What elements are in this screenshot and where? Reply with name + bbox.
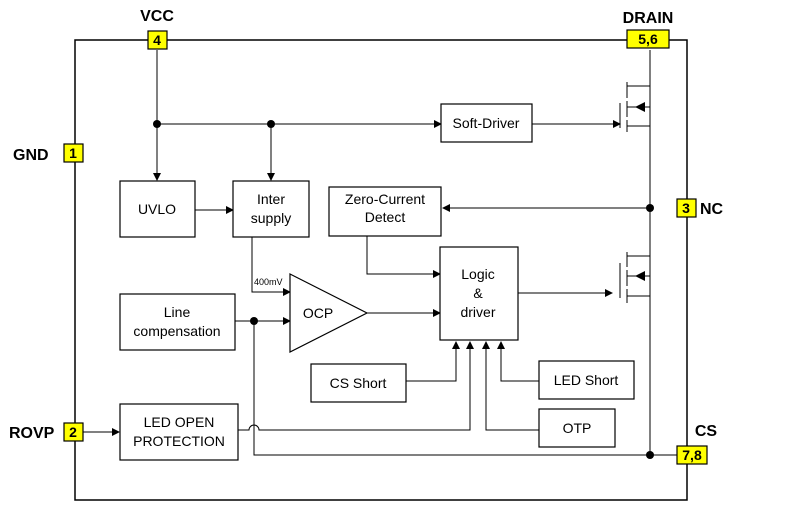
- pin-gnd: GND 1: [13, 143, 84, 164]
- block-otp: OTP: [538, 408, 616, 448]
- ref-voltage-label: 400mV: [254, 277, 283, 287]
- ic-outline: [74, 39, 688, 501]
- pin-vcc: VCC 4: [140, 8, 174, 50]
- pin-cs: CS 7,8: [676, 423, 718, 465]
- pin-vcc-label: VCC: [140, 8, 174, 25]
- line-comp-line1: Line: [164, 304, 191, 320]
- uvlo-label: UVLO: [138, 201, 176, 217]
- pin-cs-label: CS: [695, 423, 718, 440]
- block-soft-driver: Soft-Driver: [440, 103, 533, 143]
- logic-line3: driver: [460, 304, 495, 320]
- pin-gnd-number: 1: [69, 145, 77, 161]
- pin-nc-number: 3: [682, 200, 690, 216]
- pin-vcc-number: 4: [153, 32, 161, 48]
- led-open-line2: PROTECTION: [133, 433, 225, 449]
- pin-nc-label: NC: [700, 201, 724, 218]
- soft-driver-label: Soft-Driver: [453, 115, 520, 131]
- zcd-line1: Zero-Current: [345, 191, 425, 207]
- block-uvlo: UVLO: [119, 180, 196, 238]
- block-led-open-protection: LED OPEN PROTECTION: [119, 403, 239, 461]
- ocp-label: OCP: [303, 305, 333, 321]
- inter-supply-line1: Inter: [257, 191, 285, 207]
- pin-drain-label: DRAIN: [623, 10, 674, 27]
- cs-short-label: CS Short: [330, 375, 387, 391]
- pin-cs-number: 7,8: [682, 447, 702, 463]
- block-led-short: LED Short: [538, 360, 635, 400]
- led-short-label: LED Short: [554, 372, 619, 388]
- pin-rovp-label: ROVP: [9, 425, 55, 442]
- wires: [83, 50, 677, 456]
- pin-rovp-number: 2: [69, 424, 77, 440]
- pin-gnd-label: GND: [13, 147, 49, 164]
- led-open-line1: LED OPEN: [144, 414, 215, 430]
- pin-drain-number: 5,6: [638, 31, 658, 47]
- inter-supply-line2: supply: [251, 210, 291, 226]
- zcd-line2: Detect: [365, 209, 406, 225]
- otp-label: OTP: [563, 420, 592, 436]
- logic-line2: &: [473, 285, 483, 301]
- junctions: [153, 120, 654, 459]
- block-zero-current-detect: Zero-Current Detect: [328, 186, 442, 237]
- block-cs-short: CS Short: [310, 363, 407, 403]
- pin-drain: DRAIN 5,6: [623, 10, 674, 49]
- mosfet-top: [619, 82, 650, 132]
- block-line-compensation: Line compensation: [119, 293, 236, 351]
- block-inter-supply: Inter supply: [232, 180, 310, 238]
- logic-line1: Logic: [461, 266, 494, 282]
- line-comp-line2: compensation: [133, 323, 220, 339]
- pin-nc: 3 NC: [676, 198, 724, 218]
- block-ocp: OCP: [289, 273, 369, 353]
- block-logic-driver: Logic & driver: [439, 246, 519, 341]
- pin-rovp: ROVP 2: [9, 422, 84, 442]
- mosfet-bottom: [619, 252, 650, 303]
